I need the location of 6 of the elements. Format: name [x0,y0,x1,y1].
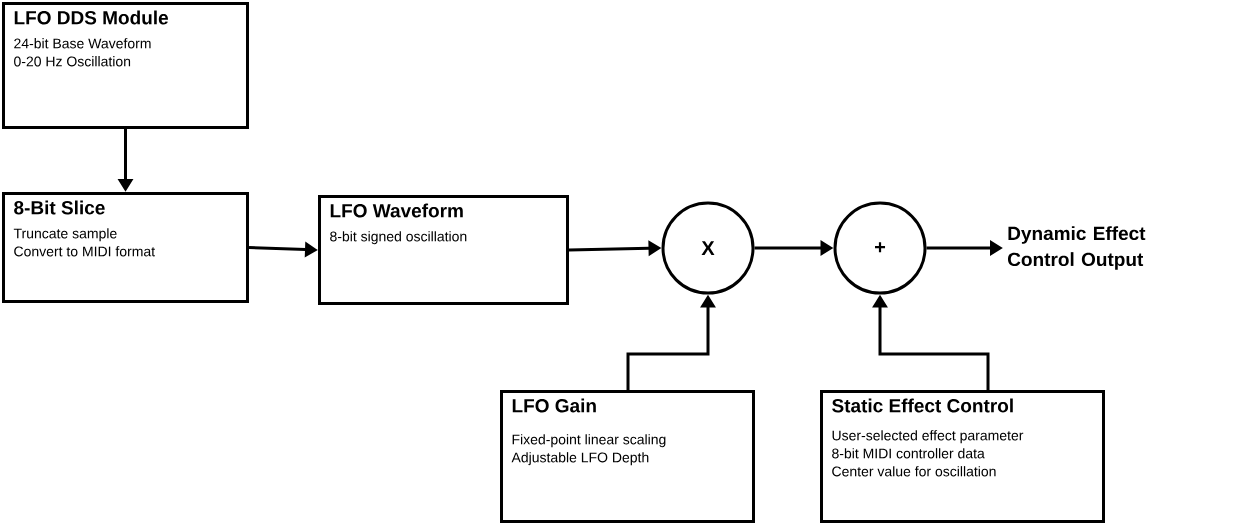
output-label: Dynamic Effect Control Output [1008,226,1146,270]
process-box: LFO Waveform 8-bit signed oscillation [318,195,569,305]
process-box: Static Effect Control User-selected effect parameter 8-bit MIDI controller data Center value for oscillation [820,390,1105,523]
process-box: LFO DDS Module 24-bit Base Waveform 0-20 Hz Oscillation [2,2,249,129]
process-box: 8-Bit Slice Truncate sample Convert to MIDI format [2,192,249,303]
process-box: LFO Gain Fixed-point linear scaling Adjustable LFO Depth [500,390,755,523]
